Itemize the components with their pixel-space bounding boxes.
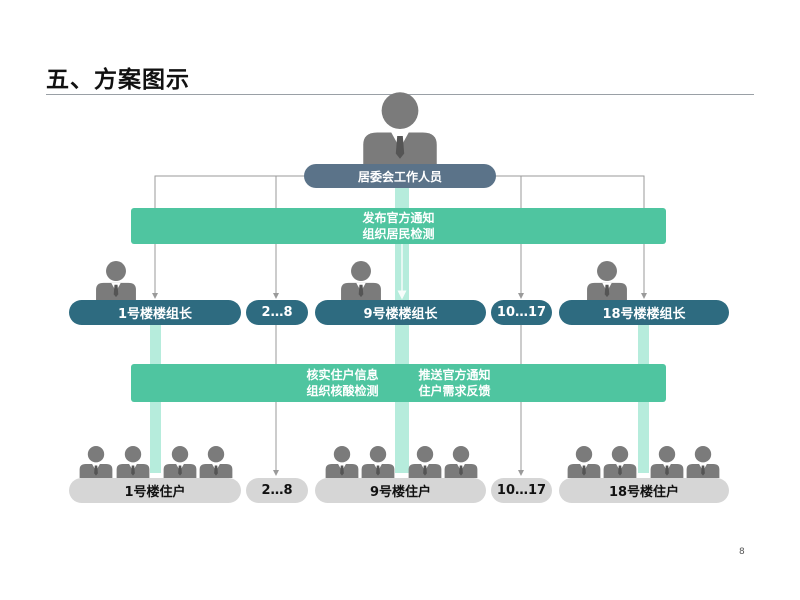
resident-person-icon-9-1 bbox=[325, 446, 359, 478]
task-resident-feedback: 住户需求反馈 bbox=[418, 384, 491, 398]
resident-person-icon-1-4 bbox=[199, 446, 233, 478]
resident-chip-18: 18号楼住户 bbox=[559, 478, 729, 503]
leader-label-1: 1号楼楼组长 bbox=[117, 307, 193, 322]
committee-tasks-bar: 发布官方通知 组织居民检测 bbox=[131, 208, 666, 244]
resident-chip-1: 1号楼住户 bbox=[69, 478, 241, 503]
committee-label: 居委会工作人员 bbox=[357, 169, 442, 184]
task-push-notice: 推送官方通知 bbox=[418, 368, 491, 382]
resident-chip-9: 9号楼住户 bbox=[315, 478, 486, 503]
task-organize-testing: 组织居民检测 bbox=[362, 227, 435, 241]
resident-person-icon-18-4 bbox=[686, 446, 720, 478]
resident-chip-2-8: 2…8 bbox=[246, 478, 308, 503]
resident-label-1: 1号楼住户 bbox=[124, 485, 186, 500]
leader-tasks-bar: 核实住户信息 组织核酸检测 推送官方通知 住户需求反馈 bbox=[131, 364, 666, 402]
committee-person-icon bbox=[363, 92, 437, 164]
leader-person-icon-18 bbox=[587, 261, 627, 300]
leader-chip-1: 1号楼楼组长 bbox=[69, 300, 241, 325]
page-number: 8 bbox=[739, 547, 745, 557]
resident-label-9: 9号楼住户 bbox=[369, 485, 432, 500]
resident-person-icon-18-2 bbox=[603, 446, 637, 478]
resident-person-icon-1-2 bbox=[116, 446, 150, 478]
leader-chip-2-8: 2…8 bbox=[246, 300, 308, 325]
leader-label-9: 9号楼楼组长 bbox=[363, 307, 438, 322]
resident-person-icon-9-3 bbox=[408, 446, 442, 478]
branch-line-right bbox=[495, 175, 647, 299]
committee-chip: 居委会工作人员 bbox=[304, 164, 496, 188]
leader-chip-18: 18号楼楼组长 bbox=[559, 300, 729, 325]
page-title: 五、方案图示 bbox=[46, 67, 190, 93]
leader-label-10-17: 10…17 bbox=[496, 305, 547, 320]
resident-person-icon-18-1 bbox=[567, 446, 601, 478]
task-publish-notice: 发布官方通知 bbox=[362, 211, 435, 225]
resident-chip-10-17: 10…17 bbox=[491, 478, 552, 503]
resident-person-icon-9-4 bbox=[444, 446, 478, 478]
leader-label-2-8: 2…8 bbox=[261, 305, 293, 320]
resident-label-10-17: 10…17 bbox=[496, 483, 547, 498]
resident-person-icon-9-2 bbox=[361, 446, 395, 478]
resident-person-icon-1-3 bbox=[163, 446, 197, 478]
branch-line-left bbox=[152, 175, 305, 299]
task-verify-info: 核实住户信息 bbox=[306, 368, 379, 382]
task-organize-nucleic: 组织核酸检测 bbox=[306, 384, 379, 398]
resident-label-2-8: 2…8 bbox=[261, 483, 293, 498]
leader-chip-10-17: 10…17 bbox=[491, 300, 552, 325]
leader-person-icon-1 bbox=[96, 261, 136, 300]
resident-person-icon-18-3 bbox=[650, 446, 684, 478]
leader-person-icon-9 bbox=[341, 261, 381, 300]
leader-label-18: 18号楼楼组长 bbox=[602, 307, 686, 322]
resident-label-18: 18号楼住户 bbox=[608, 485, 680, 500]
leader-chip-9: 9号楼楼组长 bbox=[315, 300, 486, 325]
resident-person-icon-1-1 bbox=[79, 446, 113, 478]
